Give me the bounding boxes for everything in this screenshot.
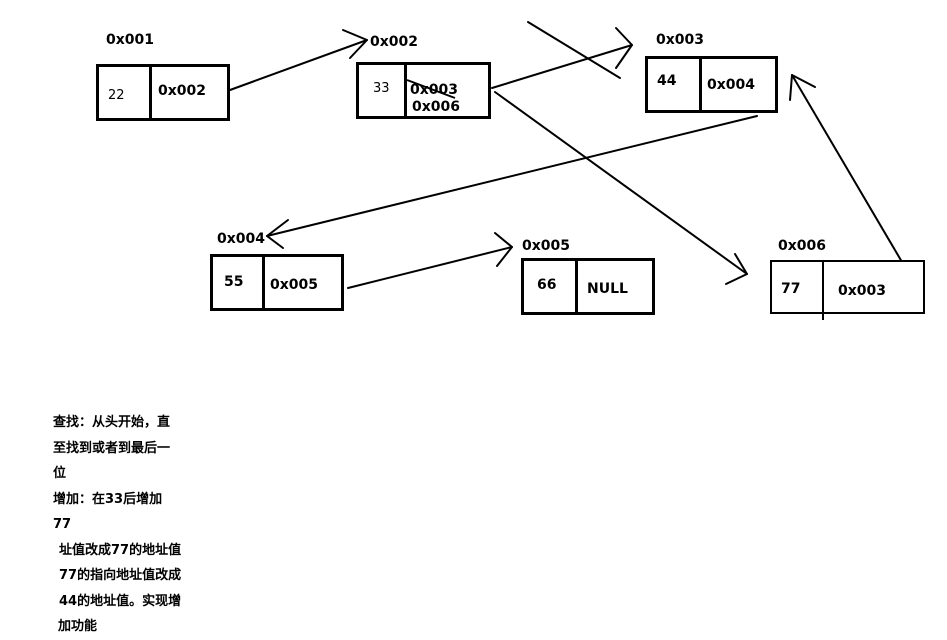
note-line: 增加：在33后增加 [53,491,163,507]
node-next-pointer: NULL [587,281,628,297]
note-line: 查找：从头开始，直 [53,415,171,430]
node-value: 44 [657,73,677,89]
node-next-pointer-new: 0x006 [412,99,460,115]
node-address-label: 0x005 [522,238,570,254]
node-cell-divider [575,261,578,315]
node-cell-divider [822,262,824,320]
node-cell-divider [699,59,702,113]
node-value: 55 [224,274,244,290]
note-line: 77 [53,517,72,532]
note-line: 加功能 [58,619,98,634]
node-cell-divider [404,65,407,119]
list-node: 66 NULL [521,258,655,315]
node-next-pointer: 0x005 [270,277,318,293]
arrow-0x002-to-0x003 [491,27,633,89]
list-node: 77 0x003 [770,260,925,320]
node-address-label: 0x001 [106,32,154,48]
list-node: 55 0x005 [210,254,344,311]
node-cell-divider [149,67,152,121]
node-value: 77 [781,281,801,297]
arrow-0x004-to-0x005 [347,232,513,289]
node-next-pointer: 0x004 [707,77,755,93]
node-value: 66 [537,277,557,293]
node-value: 22 [108,88,125,103]
arrow-0x006-to-0x003 [789,74,903,263]
note-line: 址值改成77的地址值 [59,542,182,558]
arrow-0x003-to-0x004 [266,115,758,249]
node-next-pointer: 0x002 [158,83,206,99]
node-address-label: 0x006 [778,238,826,254]
list-node: 44 0x004 [645,56,778,113]
node-address-label: 0x004 [217,231,265,247]
arrow-0x002-to-0x006 [494,91,748,285]
node-cell-divider [262,257,265,311]
note-line: 77的指向地址值改成 [59,568,182,583]
note-line: 至找到或者到最后一 [53,440,171,456]
list-node: 33 0x003 0x006 [356,62,491,119]
node-address-label: 0x002 [370,34,418,50]
node-next-pointer: 0x003 [838,283,886,299]
list-node: 22 0x002 [96,64,230,121]
arrow-0x001-to-0x002 [229,29,368,91]
node-value: 33 [373,81,390,96]
note-line: 44的地址值。实现增 [59,593,182,609]
strike-mark-old-link [527,21,621,79]
node-address-label: 0x003 [656,32,704,48]
note-line: 位 [53,466,67,481]
explanation-notes: 查找：从头开始，直 至找到或者到最后一 位 增加：在33后增加 77 址值改成7… [53,410,213,640]
